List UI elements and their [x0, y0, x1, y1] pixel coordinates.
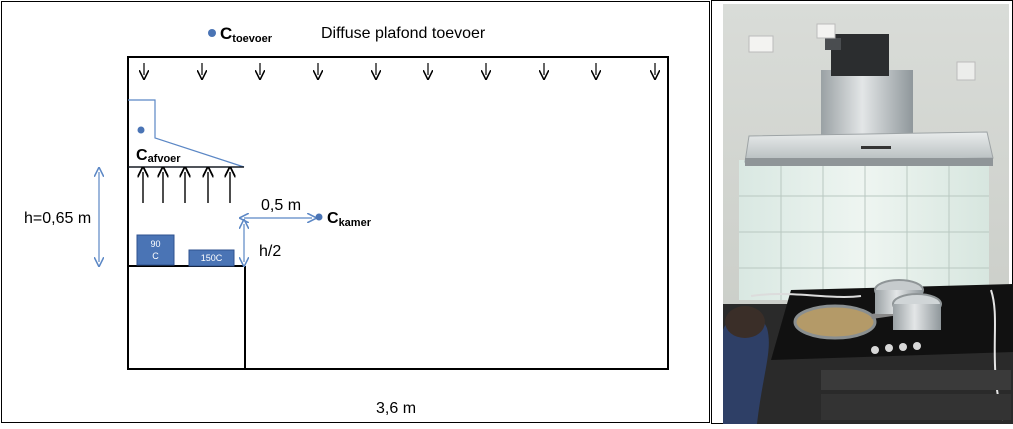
exhaust-sensor-label: Cafvoer	[136, 147, 181, 165]
kitchen-hood-photo	[711, 0, 1013, 424]
kitchen-diagram-panel: Ctoevoer Diffuse plafond toevoer Cafvoer	[1, 1, 710, 423]
height-label: h=0,65 m	[24, 210, 91, 227]
half-height-label: h/2	[259, 243, 281, 260]
ceiling-supply-arrows	[144, 63, 655, 75]
exhaust-sensor-dot	[137, 126, 145, 134]
supply-sensor-dot	[208, 29, 216, 37]
kitchen-diagram: Ctoevoer Diffuse plafond toevoer Cafvoer	[1, 1, 710, 423]
room-sensor-label: Ckamer	[327, 210, 372, 229]
kitchen-photo	[711, 0, 1013, 424]
extraction-arrows	[143, 172, 230, 203]
pot-150c	[188, 249, 235, 267]
pot-90c-line1: 90	[150, 239, 160, 249]
pot-150c-label: 150C	[201, 253, 223, 263]
room-sensor-dot	[315, 213, 323, 221]
width-label: 3,6 m	[376, 400, 416, 417]
room-outline	[127, 56, 669, 370]
supply-sensor-label: Ctoevoer	[220, 24, 273, 45]
supply-label: Diffuse plafond toevoer	[321, 25, 486, 42]
pot-90c	[136, 234, 175, 266]
distance-label: 0,5 m	[261, 197, 301, 214]
diagram-frame	[1, 1, 710, 423]
pot-90c-line2: C	[152, 251, 159, 261]
